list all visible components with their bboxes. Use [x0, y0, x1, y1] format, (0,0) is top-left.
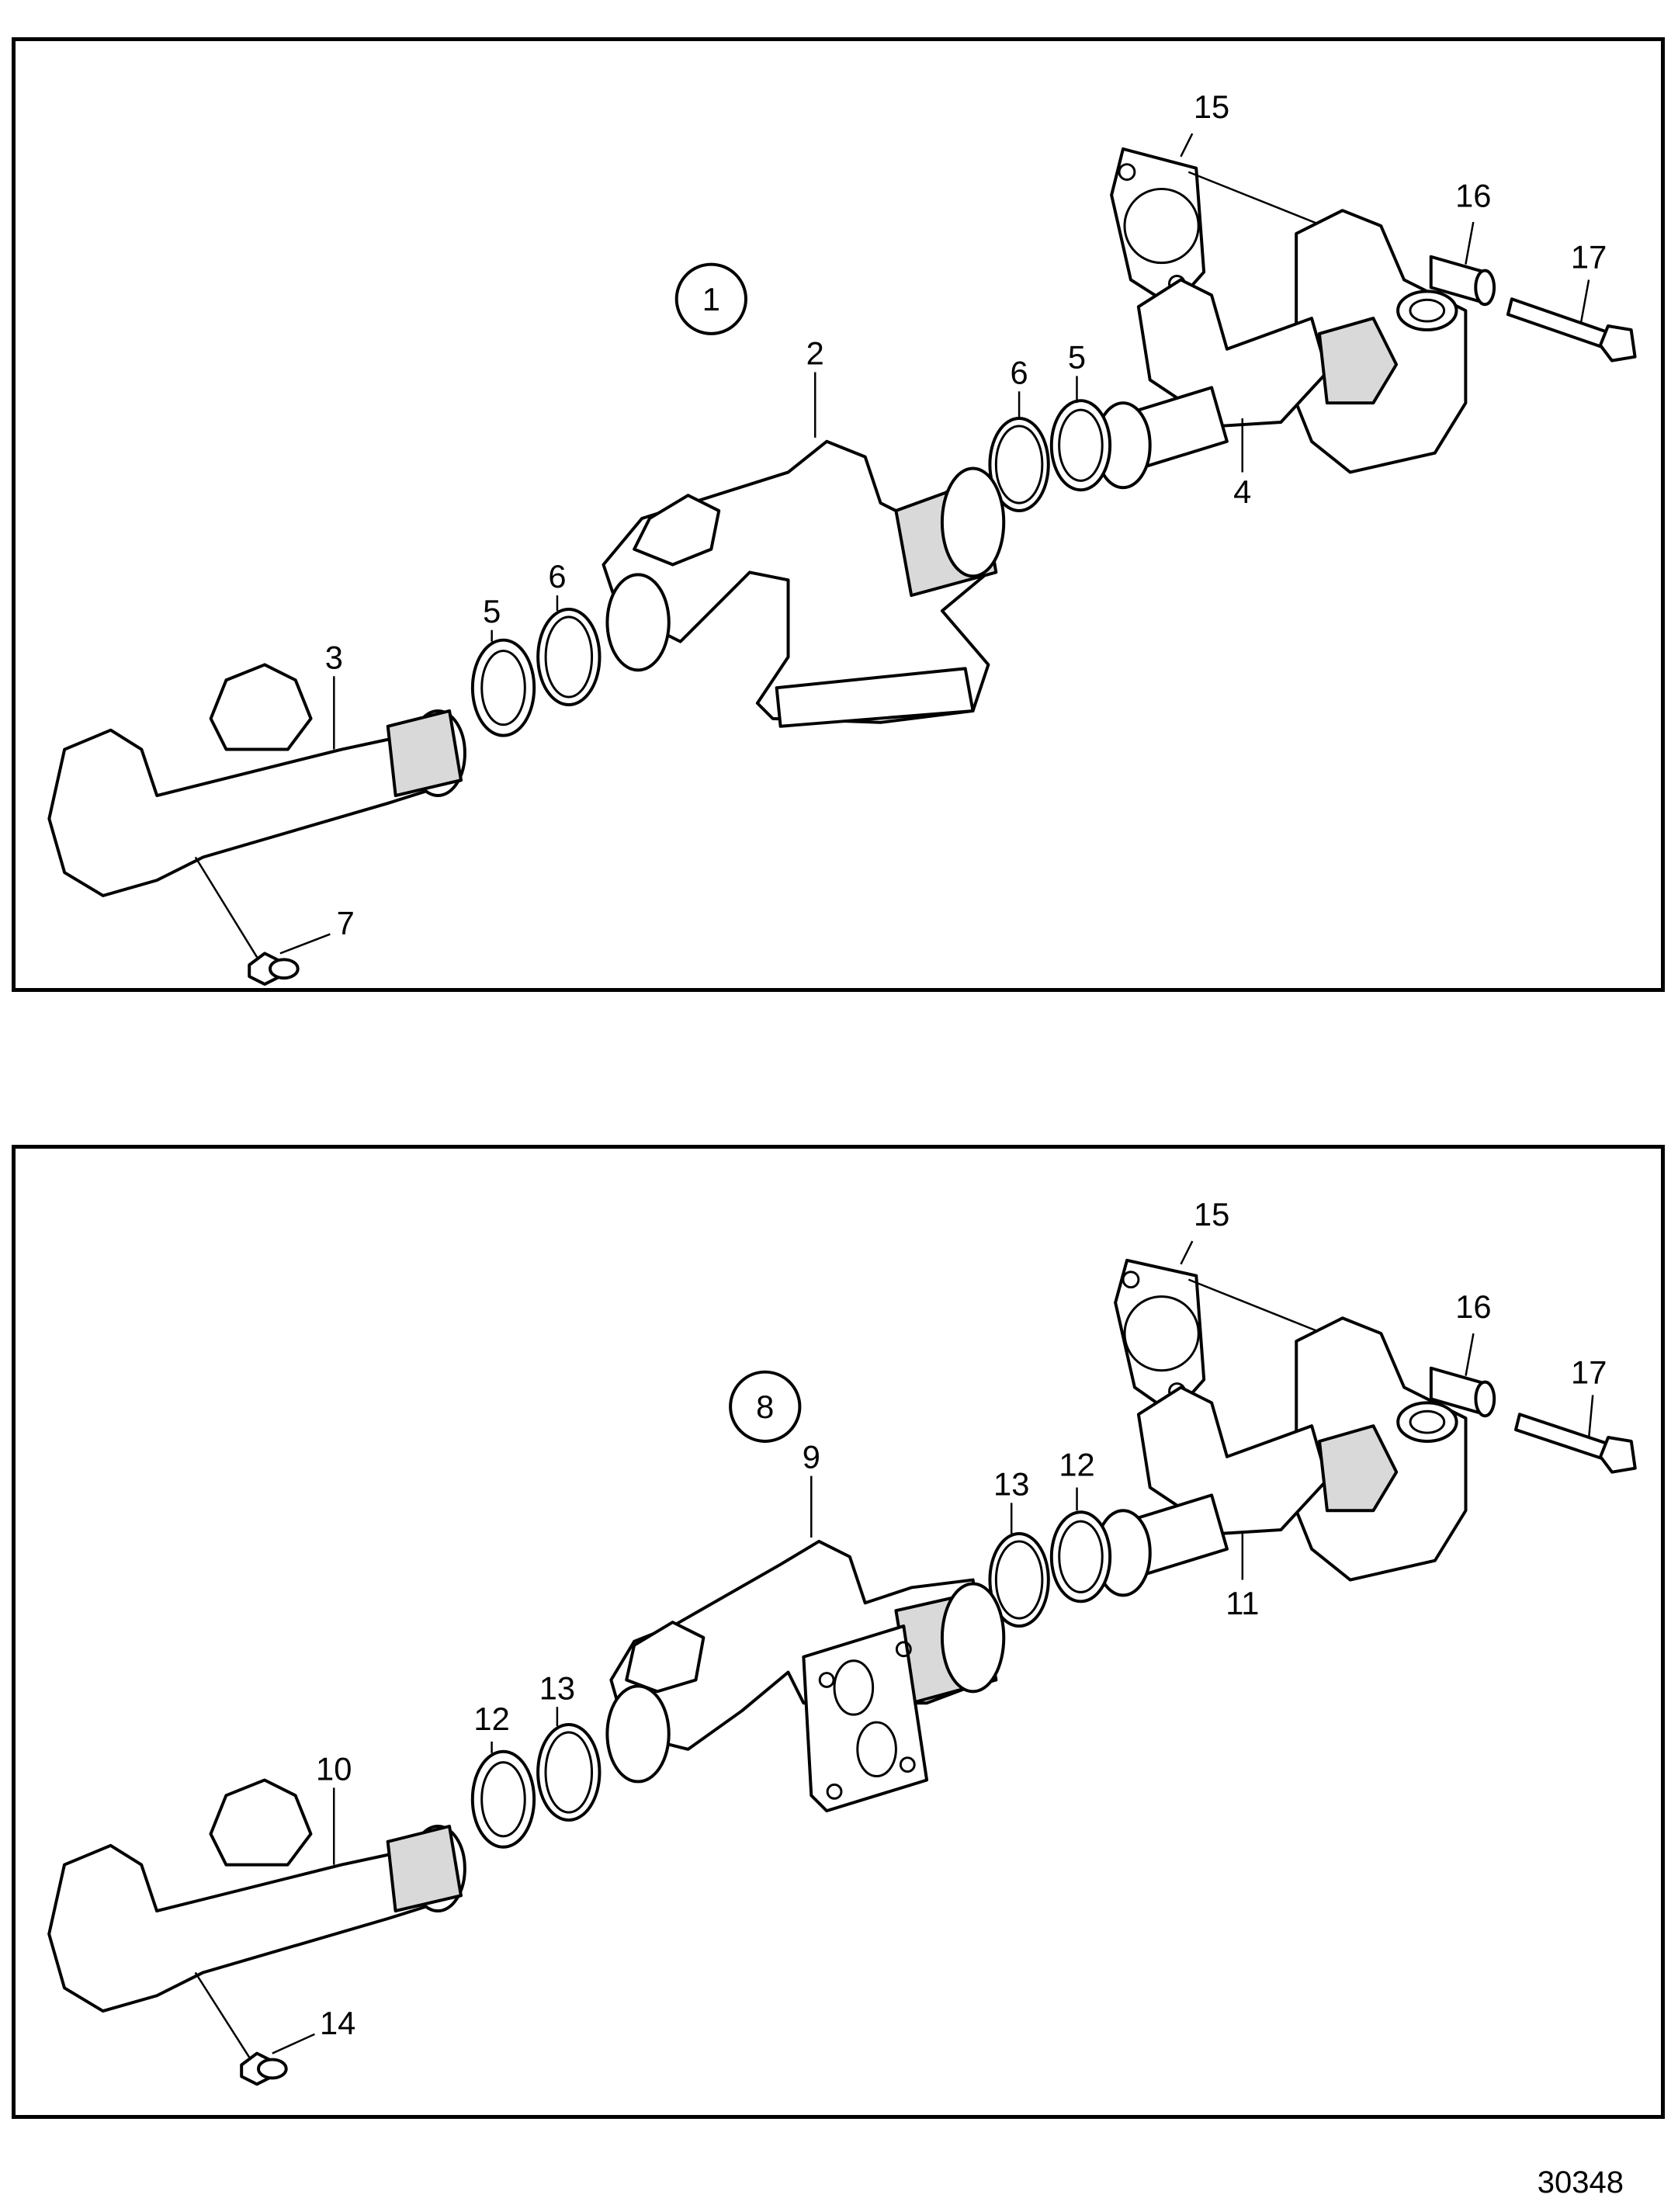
plug-7: [269, 958, 300, 980]
diagram-panel-top: 1: [12, 37, 1665, 992]
callout-16: 16: [1455, 1288, 1491, 1325]
callout-13-upper: 13: [993, 1465, 1029, 1502]
figure-number: 30348: [1537, 2165, 1624, 2200]
callout-17: 17: [1571, 239, 1607, 276]
callout-6-upper: 6: [1011, 354, 1028, 390]
ring-6-lower: [536, 608, 602, 706]
callout-16: 16: [1455, 177, 1491, 213]
assembly-label: 8: [756, 1389, 774, 1425]
callout-12-lower: 12: [473, 1701, 509, 1737]
callout-15: 15: [1194, 88, 1229, 125]
ring-13-lower: [536, 1723, 602, 1822]
callout-12-upper: 12: [1059, 1447, 1094, 1483]
callout-2: 2: [806, 335, 824, 372]
bolt-17: [1514, 1413, 1637, 1474]
manifold-section-4: [1094, 209, 1468, 490]
manifold-section-2: [602, 439, 1006, 728]
assembly-circle: [729, 1370, 802, 1443]
callout-5-upper: 5: [1068, 339, 1086, 376]
callout-15: 15: [1194, 1196, 1229, 1233]
ring-5-upper: [1049, 399, 1112, 492]
callout-17: 17: [1571, 1354, 1607, 1391]
assembly-label: 1: [702, 281, 720, 317]
callout-13-lower: 13: [539, 1669, 575, 1706]
callout-3: 3: [325, 639, 343, 675]
gasket-15: [1114, 1258, 1206, 1416]
diagram-panel-bottom: 8: [12, 1145, 1665, 2119]
callout-14: 14: [320, 2005, 355, 2041]
manifold-section-3: [47, 663, 466, 986]
assembly-circle: [674, 262, 747, 335]
sleeve-16: [1429, 255, 1496, 307]
manifold-section-10: [47, 1778, 466, 2058]
exhaust-manifold-drawing-top: 1: [47, 88, 1637, 986]
callout-9: 9: [803, 1439, 820, 1475]
callout-7: 7: [337, 905, 355, 941]
callout-10: 10: [316, 1750, 352, 1787]
exhaust-manifold-drawing-bottom: 8: [47, 1196, 1637, 2086]
bolt-17: [1506, 297, 1637, 362]
plug-14: [240, 2051, 288, 2086]
ring-13-upper: [988, 1532, 1050, 1628]
ring-12-upper: [1049, 1510, 1112, 1604]
callout-11: 11: [1226, 1585, 1259, 1621]
callout-4: 4: [1233, 473, 1251, 510]
manifold-section-9: [605, 1539, 1006, 1813]
callout-5-lower: 5: [483, 593, 501, 629]
sleeve-16: [1429, 1366, 1496, 1418]
callout-6-lower: 6: [548, 558, 566, 595]
